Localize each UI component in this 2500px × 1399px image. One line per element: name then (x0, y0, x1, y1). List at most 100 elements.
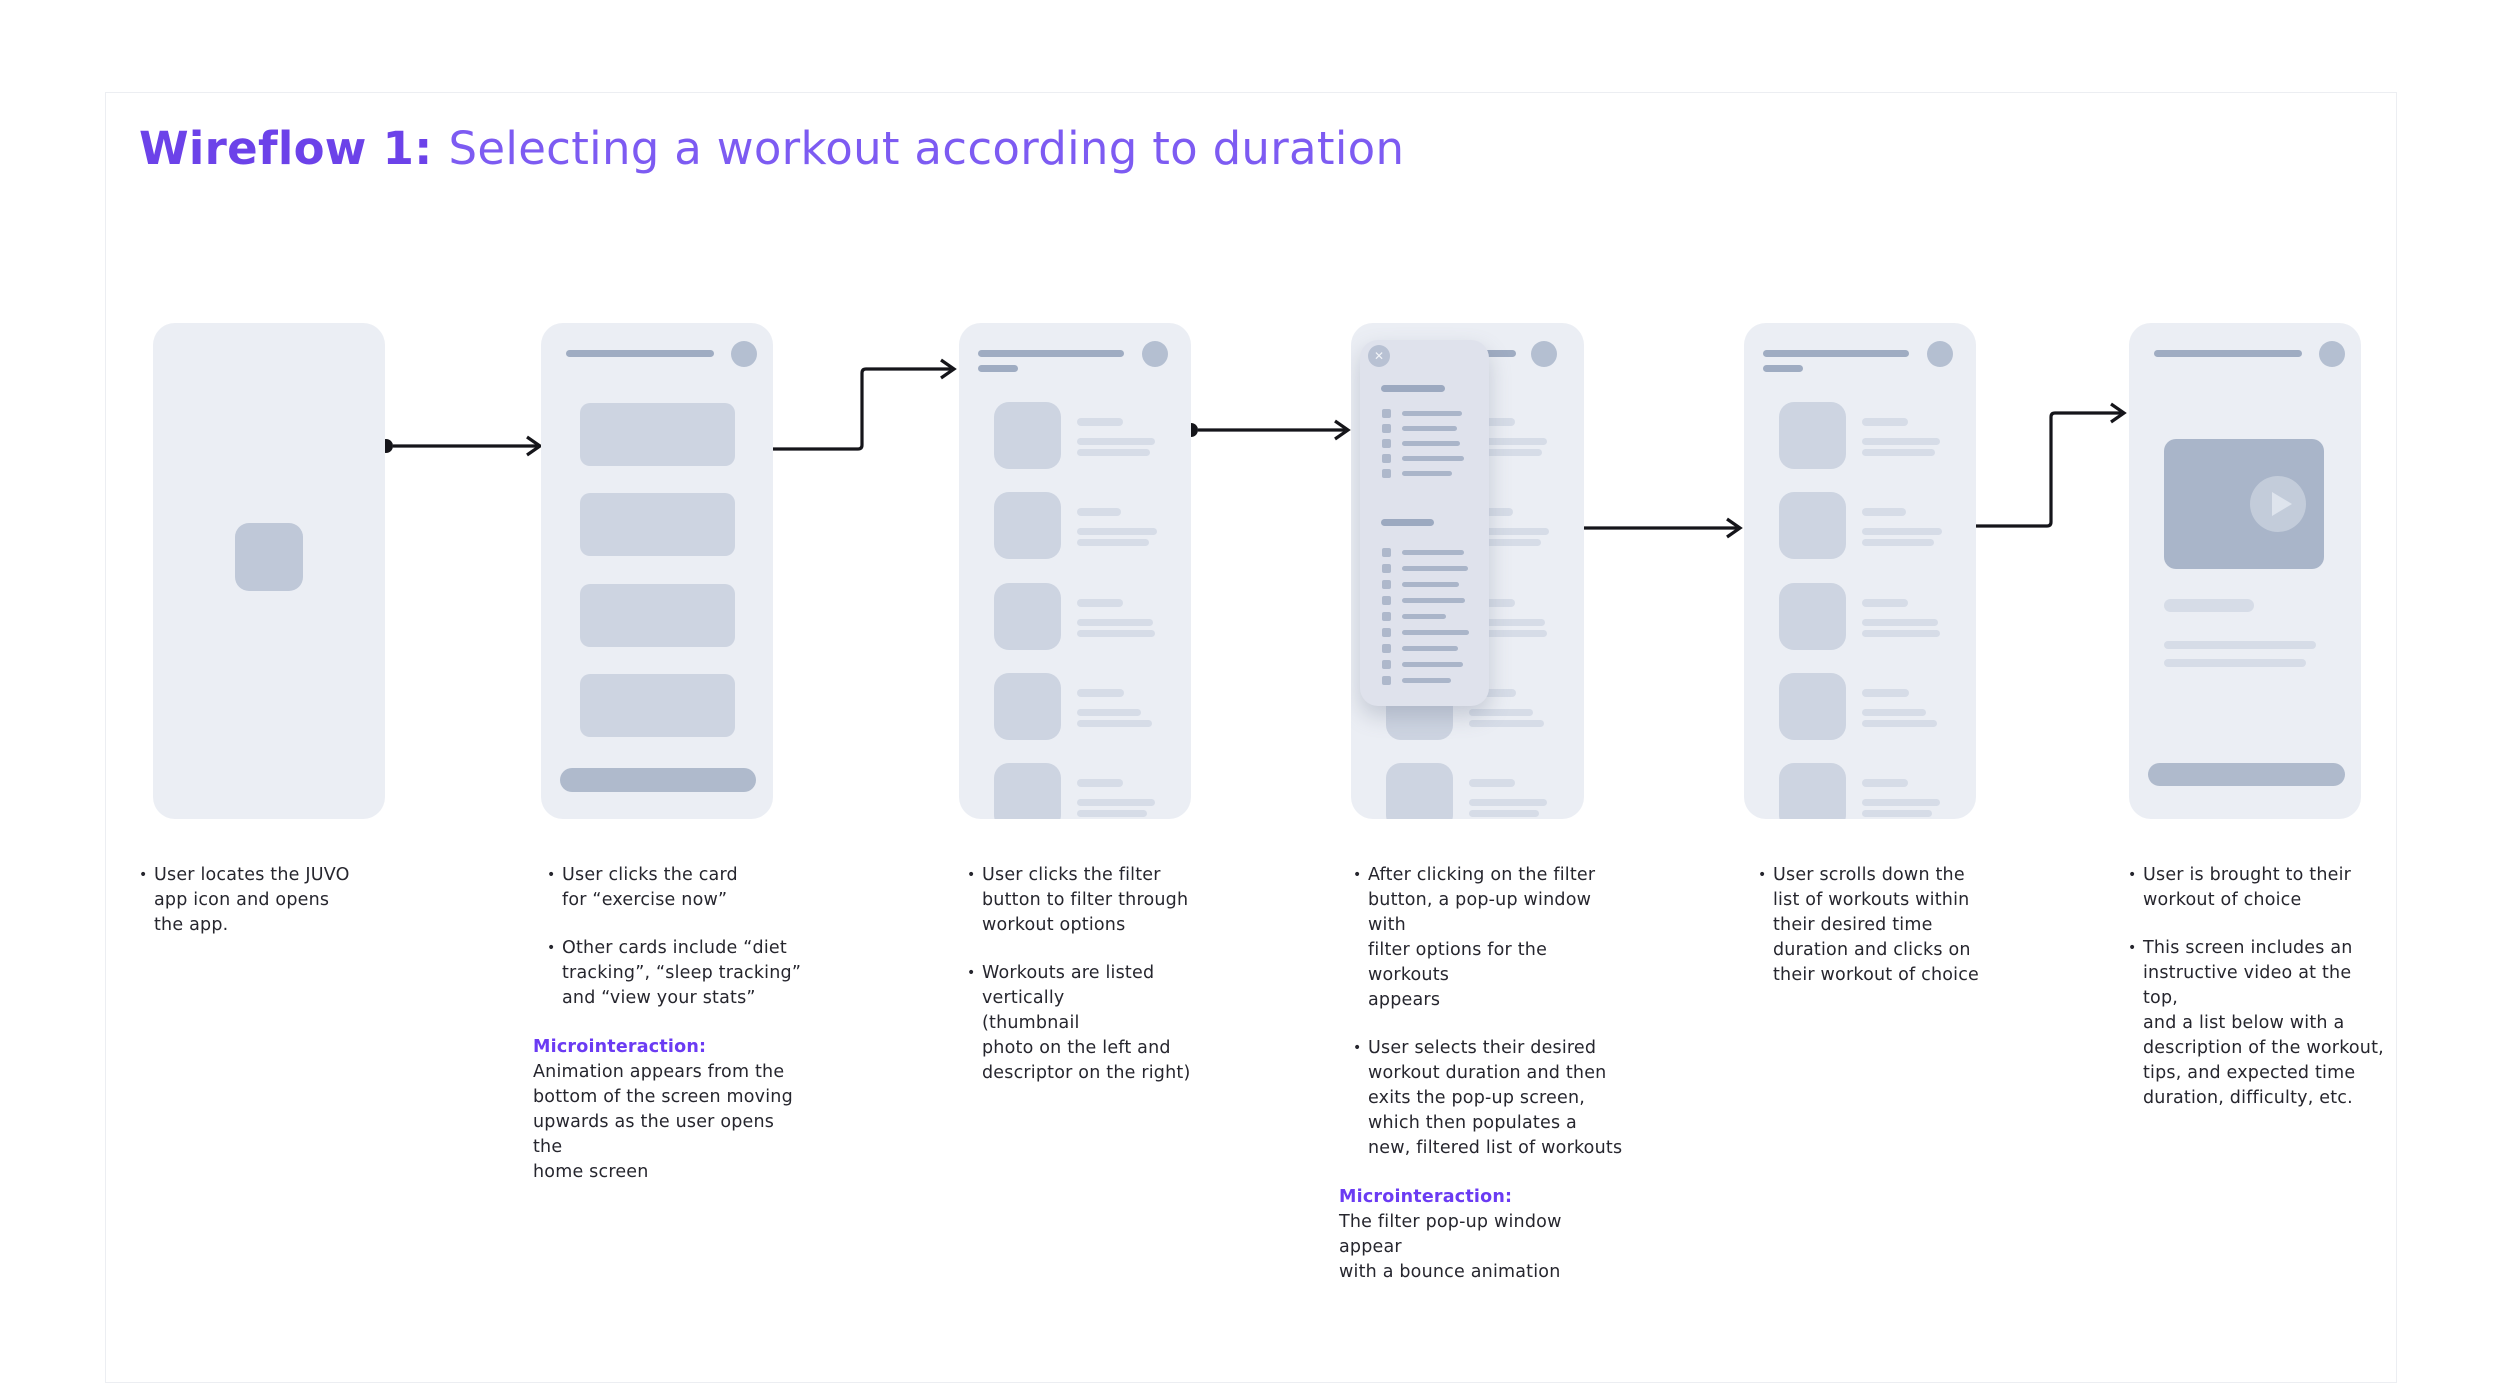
thumbnail[interactable] (1779, 492, 1846, 559)
phone-1-app-launch (153, 323, 385, 819)
flow-line (772, 367, 951, 451)
option-line (1402, 411, 1462, 416)
text-line (1862, 539, 1934, 546)
bullet-icon: • (1353, 867, 1362, 883)
title-line (1862, 418, 1908, 426)
thumbnail[interactable] (994, 583, 1061, 650)
page-title-label: Wireflow 1: (139, 122, 433, 175)
filter-button[interactable] (1763, 365, 1803, 372)
app-icon[interactable] (235, 523, 303, 591)
option-line (1402, 678, 1451, 683)
title-line (1862, 779, 1908, 787)
checkbox[interactable] (1382, 469, 1391, 478)
note-bullets: •User scrolls down the list of workouts … (1744, 863, 2014, 988)
bullet-icon: • (1758, 867, 1767, 883)
title-line (1469, 779, 1515, 787)
text-line (2164, 659, 2306, 667)
option-line (1402, 646, 1458, 651)
checkbox[interactable] (1382, 660, 1391, 669)
title-line (1077, 508, 1121, 516)
thumbnail[interactable] (994, 402, 1061, 469)
option-line (1402, 550, 1464, 555)
note-3: •User clicks the filter button to filter… (953, 863, 1223, 1109)
close-icon: ✕ (1373, 349, 1385, 363)
note-bullets: •User clicks the filter button to filter… (953, 863, 1223, 1086)
text-line (1077, 528, 1157, 535)
note-4: •After clicking on the filter button, a … (1339, 863, 1624, 1285)
checkbox[interactable] (1382, 439, 1391, 448)
filter-button[interactable] (978, 365, 1018, 372)
arrow-right-icon (1334, 419, 1351, 441)
checkbox[interactable] (1382, 454, 1391, 463)
option-line (1402, 456, 1464, 461)
note-5: •User scrolls down the list of workouts … (1744, 863, 2014, 1011)
thumbnail[interactable] (994, 492, 1061, 559)
bullet-text: Workouts are listed vertically (thumbnai… (982, 963, 1191, 1083)
card-view-stats[interactable] (580, 674, 735, 737)
avatar[interactable] (1927, 341, 1953, 367)
video-player[interactable] (2164, 439, 2324, 569)
bullet: •Workouts are listed vertically (thumbna… (953, 961, 1223, 1086)
text-line (1469, 810, 1539, 817)
note-bullets: •User clicks the card for “exercise now”… (533, 863, 803, 1011)
option-line (1402, 662, 1463, 667)
title-line (1077, 779, 1123, 787)
checkbox[interactable] (1382, 424, 1391, 433)
microinteraction-text: The filter pop-up window appear with a b… (1339, 1212, 1562, 1282)
bottom-cta-bar[interactable] (560, 768, 756, 792)
thumbnail[interactable] (1779, 402, 1846, 469)
text-line (1469, 438, 1547, 445)
option-line (1402, 471, 1452, 476)
avatar[interactable] (731, 341, 757, 367)
title-line (1077, 418, 1123, 426)
thumbnail[interactable] (994, 763, 1061, 819)
avatar[interactable] (2319, 341, 2345, 367)
text-line (1077, 720, 1152, 727)
card-exercise-now[interactable] (580, 403, 735, 466)
bullet-text: User clicks the card for “exercise now” (562, 865, 738, 910)
checkbox[interactable] (1382, 644, 1391, 653)
play-button[interactable] (2250, 476, 2306, 532)
text-line (1862, 449, 1935, 456)
bullet-icon: • (2128, 867, 2137, 883)
header-title-bar (1763, 350, 1909, 357)
checkbox[interactable] (1382, 628, 1391, 637)
text-line (1862, 630, 1940, 637)
checkbox[interactable] (1382, 548, 1391, 557)
checkbox[interactable] (1382, 676, 1391, 685)
title-line (1862, 599, 1908, 607)
filter-section-title-bar (1381, 519, 1434, 526)
phone-6-workout-detail (2129, 323, 2361, 819)
microinteraction-text: Animation appears from the bottom of the… (533, 1062, 793, 1182)
flow-connector-3 (1184, 419, 1351, 441)
card-diet-tracking[interactable] (580, 493, 735, 556)
option-line (1402, 582, 1459, 587)
phone-3-workout-list (959, 323, 1191, 819)
bottom-cta-bar[interactable] (2148, 763, 2345, 786)
bullet-text: Other cards include “diet tracking”, “sl… (562, 938, 802, 1008)
phone-2-home-cards (541, 323, 773, 819)
thumbnail[interactable] (1779, 673, 1846, 740)
close-button[interactable]: ✕ (1368, 345, 1390, 367)
checkbox[interactable] (1382, 409, 1391, 418)
thumbnail[interactable] (1779, 583, 1846, 650)
filter-section-title-bar (1381, 385, 1445, 392)
checkbox[interactable] (1382, 580, 1391, 589)
thumbnail[interactable] (1779, 763, 1846, 819)
option-line (1402, 598, 1465, 603)
thumbnail[interactable] (994, 673, 1061, 740)
checkbox[interactable] (1382, 564, 1391, 573)
card-sleep-tracking[interactable] (580, 584, 735, 647)
avatar[interactable] (1531, 341, 1557, 367)
note-bullets: •After clicking on the filter button, a … (1339, 863, 1624, 1161)
option-line (1402, 441, 1460, 446)
bullet: •Other cards include “diet tracking”, “s… (533, 936, 803, 1011)
thumbnail[interactable] (1386, 763, 1453, 819)
checkbox[interactable] (1382, 596, 1391, 605)
header-title-bar (978, 350, 1124, 357)
option-line (1402, 630, 1469, 635)
note-1: •User locates the JUVO app icon and open… (125, 863, 395, 961)
avatar[interactable] (1142, 341, 1168, 367)
checkbox[interactable] (1382, 612, 1391, 621)
bullet: •User clicks the card for “exercise now” (533, 863, 803, 913)
